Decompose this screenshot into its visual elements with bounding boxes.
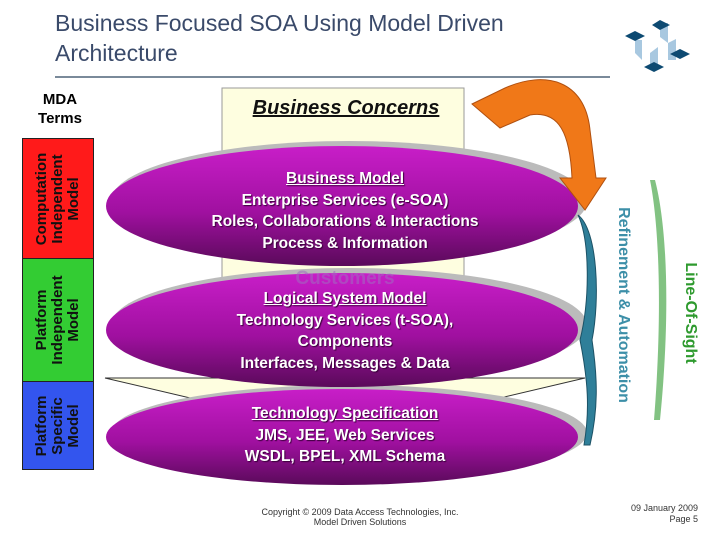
line-of-sight-arrow-icon — [650, 180, 667, 420]
layer-heading: Logical System Model — [263, 290, 427, 307]
layer-heading: Technology Specification — [251, 405, 439, 422]
orange-feedback-arrow-icon — [471, 79, 607, 211]
layer-line: Roles, Collaborations & Interactions — [211, 213, 479, 230]
technology-specification-text: Technology Specification JMS, JEE, Web S… — [110, 403, 580, 468]
copyright-text: Copyright © 2009 Data Access Technologie… — [261, 507, 459, 517]
refinement-automation-label: Refinement & Automation — [615, 207, 632, 403]
mda-terms-label: MDA Terms — [38, 91, 82, 127]
footer-date: 09 January 2009 — [630, 503, 698, 513]
logical-system-model-text: Logical System Model Technology Services… — [110, 288, 580, 374]
layer-line: Process & Information — [262, 234, 428, 252]
slide-title: Business Focused SOA Using Model Driven … — [55, 10, 504, 66]
business-model-text: Business Model Enterprise Services (e-SO… — [110, 168, 580, 254]
line-of-sight-label: Line-Of-Sight — [682, 262, 699, 364]
technology-specification-ellipse — [106, 389, 578, 485]
layer-line: Interfaces, Messages & Data — [240, 354, 450, 372]
layer-heading: Business Model — [286, 170, 404, 187]
refinement-arrow-icon — [577, 214, 597, 446]
layer-line: JMS, JEE, Web Services — [255, 426, 435, 444]
page-number: Page 5 — [669, 514, 698, 524]
term-computation-independent-model: Computation Independent Model — [22, 138, 94, 259]
term-platform-specific-model: Platform Specific Model — [22, 381, 94, 470]
layer-line: Components — [297, 333, 393, 350]
title-divider — [55, 76, 610, 78]
layer-line: WSDL, BPEL, XML Schema — [244, 448, 446, 465]
layer-line: Technology Services (t-SOA), — [236, 311, 454, 329]
footer-subtitle: Model Driven Solutions — [313, 517, 407, 527]
business-concerns-heading: Business Concerns — [252, 97, 440, 119]
customers-faint-label: Customers — [295, 268, 395, 289]
logical-system-model-ellipse — [106, 273, 578, 387]
footer-date-page: 09 January 2009 Page 5 — [600, 503, 698, 525]
term-platform-independent-model: Platform Independent Model — [22, 258, 94, 382]
business-model-ellipse — [106, 146, 578, 266]
company-logo-icon — [625, 20, 690, 72]
footer-copyright: Copyright © 2009 Data Access Technologie… — [230, 507, 490, 527]
layer-line: Enterprise Services (e-SOA) — [241, 191, 449, 209]
